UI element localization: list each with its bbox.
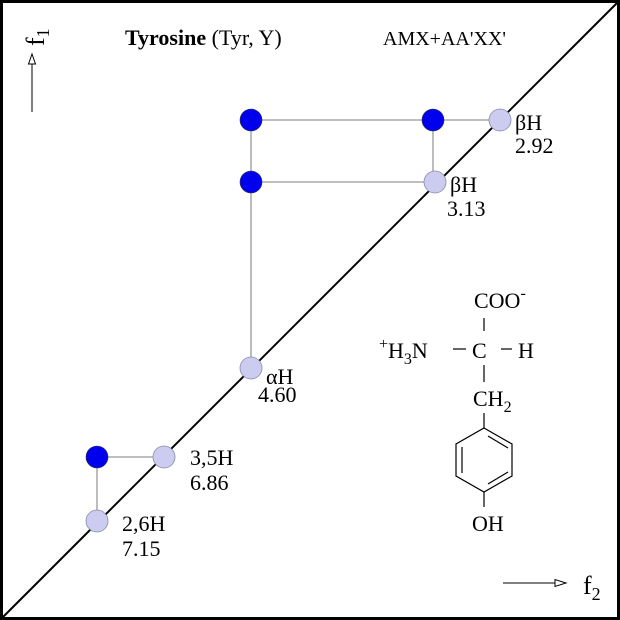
peak-shift-2-92: 2.92	[515, 133, 554, 158]
peak-shift-4-60: 4.60	[258, 382, 297, 407]
cross-peak	[85, 445, 109, 469]
peak-shift-6-86: 6.86	[190, 470, 229, 495]
f1-arrow	[27, 52, 37, 112]
peak-shift-3-13: 3.13	[447, 196, 486, 221]
diagonal-peak-beta-h-2-92	[488, 108, 512, 132]
peak-label-beta-h-3-13: βH	[450, 172, 477, 197]
cross-peaks	[85, 108, 445, 469]
hydroxyl-label: OH	[472, 511, 504, 536]
methylene-label: CH2	[473, 386, 512, 416]
diagonal-peaks	[85, 108, 512, 533]
f1-axis-label: f1	[21, 28, 53, 46]
ammonium-label: +H3N	[379, 336, 428, 368]
f2-axis-label: f2	[583, 571, 601, 604]
f2-arrow	[503, 578, 568, 588]
carboxylate-label: COO-	[474, 285, 526, 313]
cross-peak	[239, 170, 263, 194]
diagram-title: Tyrosine (Tyr, Y)	[125, 25, 282, 50]
peak-label-beta-h-2-92: βH	[515, 110, 542, 135]
cross-peak	[239, 108, 263, 132]
benzene-ring	[455, 427, 513, 493]
tyrosine-structure: COO- +H3N C H CH2 OH	[379, 285, 534, 536]
svg-text:f1: f1	[21, 28, 53, 46]
cross-peak	[421, 108, 445, 132]
peak-shift-7-15: 7.15	[122, 536, 161, 561]
peak-label-alpha-h: αH	[266, 364, 294, 389]
diagonal-peak-3-5h	[152, 445, 176, 469]
diagonal-peak-alpha-h	[239, 356, 263, 380]
diagonal-peak-2-6h	[85, 509, 109, 533]
alpha-carbon-label: C	[472, 338, 487, 363]
diagonal-peak-beta-h-3-13	[423, 170, 447, 194]
spin-system-label: AMX+AA'XX'	[383, 28, 506, 50]
peak-label-3-5h: 3,5H	[190, 445, 234, 470]
alpha-hydrogen-label: H	[518, 338, 534, 363]
peak-label-2-6h: 2,6H	[122, 511, 166, 536]
